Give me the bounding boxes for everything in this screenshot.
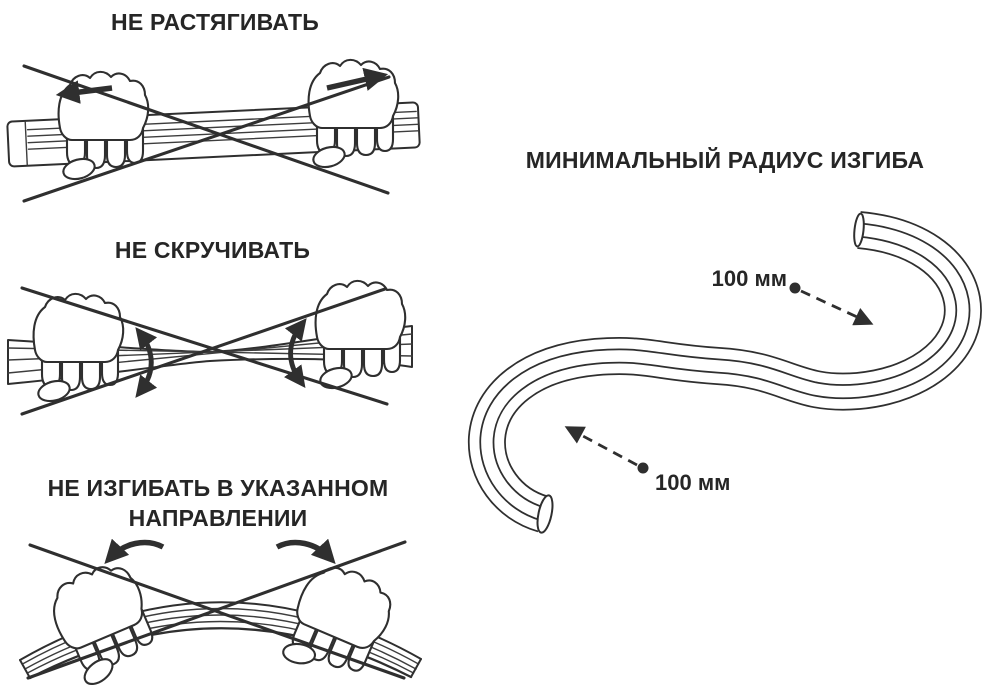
- radius-label-lower: 100 мм: [655, 470, 731, 495]
- crossout-x-icon: [20, 286, 389, 416]
- strip-s-curve: [487, 213, 963, 534]
- radius-arrow-upper-icon: [789, 282, 874, 326]
- no-twist-illustration: [7, 279, 413, 416]
- radius-arrow-lower-icon: [564, 426, 649, 474]
- radius-label-upper: 100 мм: [711, 266, 787, 291]
- panel-title-no-bend: НЕ ИЗГИБАТЬ В УКАЗАННОМ НАПРАВЛЕНИИ: [47, 475, 389, 531]
- panel-title-min-radius: МИНИМАЛЬНЫЙ РАДИУС ИЗГИБА: [525, 147, 925, 173]
- strip-end-cap: [536, 494, 554, 534]
- min-radius-illustration: [487, 213, 963, 534]
- crossout-x-icon: [22, 64, 391, 203]
- panel-title-no-twist: НЕ СКРУЧИВАТЬ: [114, 237, 311, 263]
- bend-arrow-left-icon: [104, 538, 165, 565]
- twist-arrow-right-icon: [284, 318, 307, 389]
- fist-icon: [32, 292, 125, 406]
- twist-arrow-left-icon: [135, 327, 158, 398]
- strip-end-cap: [853, 212, 865, 248]
- crossout-x-icon: [26, 540, 407, 680]
- fist-icon: [307, 58, 400, 172]
- stretch-arrow-left-icon: [55, 80, 113, 104]
- stretch-arrow-right-icon: [326, 67, 389, 91]
- no-bend-illustration: [19, 538, 422, 689]
- no-stretch-illustration: [6, 58, 421, 203]
- bend-arrow-right-icon: [275, 538, 336, 565]
- panel-title-no-stretch: НЕ РАСТЯГИВАТЬ: [111, 9, 319, 35]
